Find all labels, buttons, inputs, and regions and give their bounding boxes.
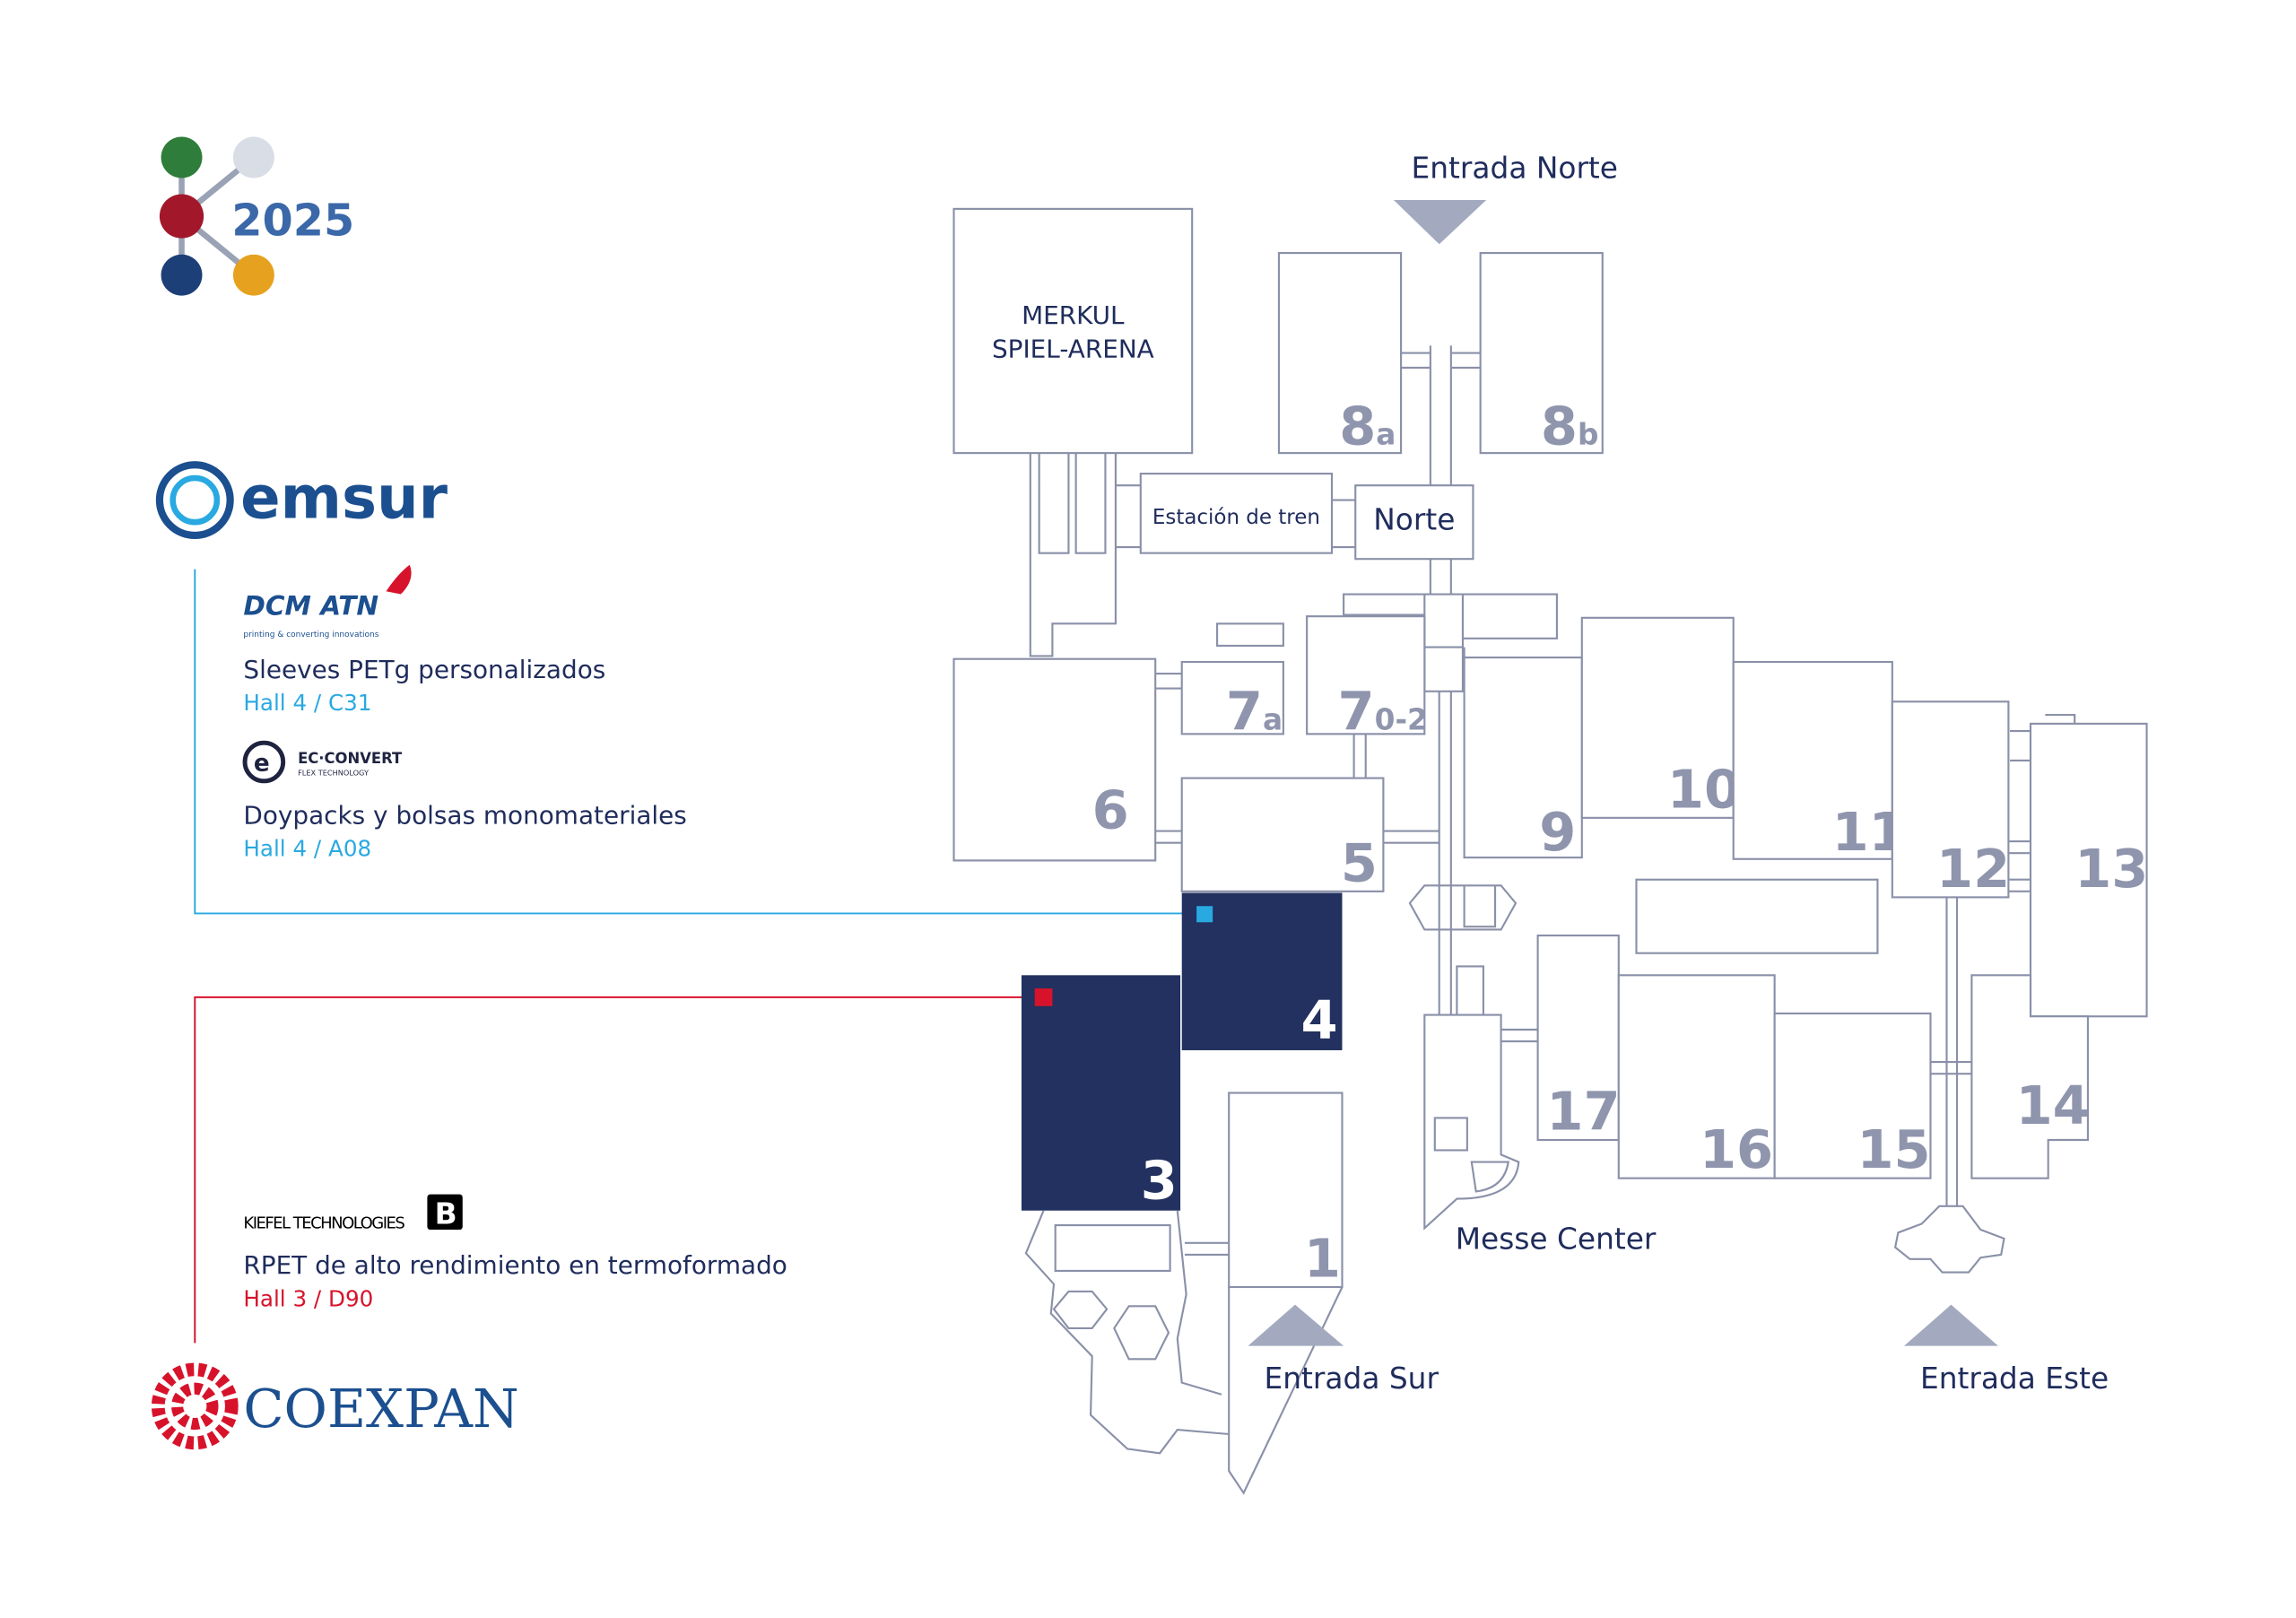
hall-13[interactable]: 13 bbox=[2029, 722, 2148, 1018]
arena: MERKUL SPIEL-ARENA bbox=[952, 207, 1194, 455]
svg-text:e: e bbox=[254, 750, 270, 777]
svg-text:15: 15 bbox=[1857, 1118, 1930, 1180]
product-rpet: RPET de alto rendimiento en termoformado bbox=[243, 1250, 787, 1280]
hall-11[interactable]: 11 bbox=[1732, 660, 1906, 863]
hall-1[interactable]: 1 bbox=[1228, 1092, 1344, 1290]
svg-text:5: 5 bbox=[1341, 831, 1378, 893]
kiefel-logo: KIEFEL TECHNOLOGIES B bbox=[243, 1194, 463, 1232]
red-marker bbox=[1034, 988, 1053, 1006]
k2025-logo: 2025 bbox=[159, 136, 354, 296]
dcm-atn-swoosh bbox=[386, 564, 412, 595]
hall-15[interactable]: 15 bbox=[1773, 1012, 1932, 1180]
arrow-up-icon bbox=[1903, 1304, 1998, 1346]
svg-text:Estación de tren: Estación de tren bbox=[1152, 506, 1320, 529]
svg-text:7a: 7a bbox=[1226, 680, 1283, 742]
hall-10[interactable]: 10 bbox=[1580, 616, 1741, 821]
svg-text:COEXPAN: COEXPAN bbox=[243, 1378, 518, 1440]
svg-text:16: 16 bbox=[1700, 1118, 1773, 1180]
svg-text:DCM ATN: DCM ATN bbox=[243, 591, 378, 622]
messe-center[interactable] bbox=[1423, 1013, 1520, 1231]
event-year: 2025 bbox=[231, 194, 354, 246]
svg-text:8b: 8b bbox=[1541, 395, 1599, 457]
blue-marker bbox=[1196, 906, 1213, 923]
blue-connector-line bbox=[194, 569, 1205, 915]
product-sleeves: Sleeves PETg personalizados bbox=[243, 655, 605, 684]
svg-text:SPIEL-ARENA: SPIEL-ARENA bbox=[992, 335, 1154, 364]
coexpan-logo: COEXPAN bbox=[151, 1362, 519, 1450]
svg-text:printing & converting innovati: printing & converting innovations bbox=[243, 631, 378, 639]
dcm-atn-logo: DCM ATN printing & converting innovation… bbox=[243, 564, 412, 639]
hall-14[interactable]: 14 bbox=[1970, 974, 2090, 1179]
svg-text:EC·CONVERT: EC·CONVERT bbox=[298, 750, 403, 767]
hall-7a[interactable]: 7a bbox=[1180, 660, 1284, 742]
svg-text:B: B bbox=[435, 1196, 457, 1231]
arrow-up-icon bbox=[1248, 1304, 1344, 1346]
ec-convert-logo: e EC·CONVERT FLEX TECHNOLOGY bbox=[242, 740, 403, 784]
svg-text:FLEX TECHNOLOGY: FLEX TECHNOLOGY bbox=[298, 768, 370, 777]
hall-16[interactable]: 16 bbox=[1617, 974, 1776, 1180]
svg-text:1: 1 bbox=[1304, 1228, 1341, 1290]
svg-text:14: 14 bbox=[2016, 1074, 2090, 1136]
messe-center-label: Messe Center bbox=[1456, 1222, 1657, 1256]
svg-text:MERKUL: MERKUL bbox=[1022, 300, 1125, 330]
hall-8b[interactable]: 8b bbox=[1479, 252, 1604, 457]
hall-5[interactable]: 5 bbox=[1180, 777, 1385, 894]
location-hall4-c31: Hall 4 / C31 bbox=[243, 690, 371, 716]
location-hall4-a08: Hall 4 / A08 bbox=[243, 835, 371, 861]
hall-7-0-2[interactable]: 70-2 bbox=[1306, 615, 1428, 742]
location-hall3-d90: Hall 3 / D90 bbox=[243, 1285, 373, 1311]
svg-text:Norte: Norte bbox=[1373, 502, 1455, 536]
train-station: Estación de tren bbox=[1139, 473, 1334, 554]
svg-text:3: 3 bbox=[1141, 1150, 1178, 1212]
entrance-east-label: Entrada Este bbox=[1920, 1361, 2109, 1396]
red-connector-line bbox=[194, 996, 1042, 1344]
norte-station: Norte bbox=[1354, 484, 1474, 561]
svg-text:emsur: emsur bbox=[240, 464, 448, 532]
svg-text:70-2: 70-2 bbox=[1338, 680, 1428, 742]
svg-text:8a: 8a bbox=[1339, 395, 1396, 457]
svg-text:10: 10 bbox=[1667, 758, 1741, 820]
hall-8a[interactable]: 8a bbox=[1277, 252, 1403, 457]
hall-12[interactable]: 12 bbox=[1891, 700, 2010, 900]
hall-9[interactable]: 9 bbox=[1463, 657, 1583, 863]
hall-3[interactable]: 3 bbox=[1021, 975, 1181, 1212]
emsur-logo: emsur bbox=[155, 461, 448, 540]
hall-17[interactable]: 17 bbox=[1536, 934, 1621, 1143]
svg-text:13: 13 bbox=[2074, 838, 2148, 900]
svg-text:9: 9 bbox=[1539, 801, 1576, 863]
product-doypacks: Doypacks y bolsas monomateriales bbox=[243, 800, 686, 830]
entrance-south-label: Entrada Sur bbox=[1265, 1361, 1439, 1396]
svg-text:4: 4 bbox=[1301, 989, 1338, 1051]
arrow-down-icon bbox=[1393, 200, 1487, 245]
svg-text:KIEFEL TECHNOLOGIES: KIEFEL TECHNOLOGIES bbox=[243, 1214, 404, 1232]
hall-6[interactable]: 6 bbox=[952, 657, 1157, 862]
svg-text:6: 6 bbox=[1092, 779, 1129, 840]
entrance-north-label: Entrada Norte bbox=[1412, 151, 1618, 185]
svg-text:12: 12 bbox=[1936, 838, 2010, 900]
svg-text:17: 17 bbox=[1546, 1081, 1620, 1143]
